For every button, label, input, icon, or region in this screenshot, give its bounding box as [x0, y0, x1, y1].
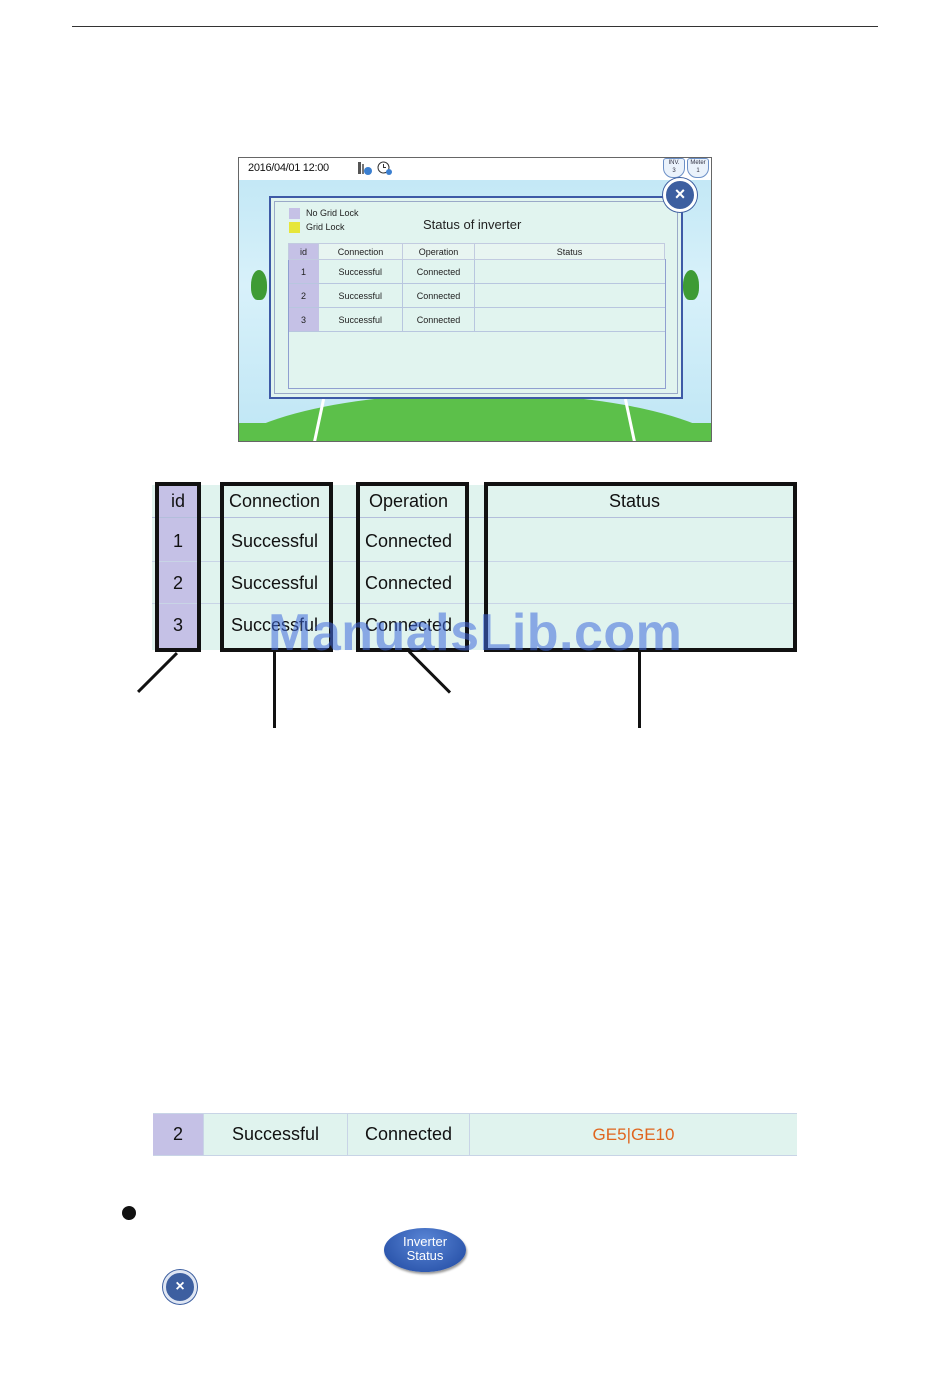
inverter-badge-label: INV.: [668, 160, 680, 166]
zoom-cell-connection: Successful: [230, 615, 319, 635]
cell-operation: Connected: [402, 283, 475, 308]
zoom-header-connection: Connection: [228, 491, 321, 511]
example-cell-connection: Successful: [231, 1124, 320, 1144]
row-divider: [152, 603, 797, 604]
cell-status: [474, 259, 665, 284]
inverter-status-button[interactable]: Inverter Status: [384, 1228, 466, 1272]
cell-operation: Connected: [402, 259, 475, 284]
status-bar: 2016/04/01 12:00 INV. 3 Meter 1: [239, 158, 711, 180]
column-separator: [469, 1114, 470, 1155]
header-status: Status: [474, 243, 665, 260]
zoom-cell-id: 3: [172, 615, 183, 635]
dialog-title: Status of inverter: [423, 217, 522, 232]
id-column-fill: [156, 485, 200, 650]
example-cell-operation: Connected: [364, 1124, 453, 1144]
table-header-row: id Connection Operation Status: [288, 243, 665, 260]
example-cell-id: 2: [153, 1114, 203, 1155]
legend-label-no-grid-lock: No Grid Lock: [306, 208, 359, 218]
operation-column-highlight: [356, 482, 469, 652]
cell-connection: Successful: [318, 283, 403, 308]
zoom-header-id: id: [170, 491, 185, 511]
meter-count-badge[interactable]: Meter 1: [687, 158, 709, 178]
row-divider: [152, 561, 797, 562]
tree-right: [683, 270, 699, 300]
cell-operation: Connected: [402, 307, 475, 332]
cell-id: 1: [288, 259, 319, 284]
table-row[interactable]: 1 Successful Connected: [288, 259, 665, 284]
zoom-cell-connection: Successful: [230, 573, 319, 593]
example-cell-status: GE5|GE10: [592, 1125, 675, 1144]
header-connection: Connection: [318, 243, 403, 260]
cell-connection: Successful: [318, 259, 403, 284]
background-ground: [239, 423, 711, 441]
column-separator: [203, 1114, 204, 1155]
network-icon: [358, 162, 372, 175]
zoom-header-status: Status: [608, 491, 661, 511]
tree-left: [251, 270, 267, 300]
table-row[interactable]: 2 Successful Connected: [288, 283, 665, 308]
inverter-count-badge[interactable]: INV. 3: [663, 158, 685, 178]
inverter-status-button-line2: Status: [406, 1248, 444, 1263]
zoom-header-operation: Operation: [368, 491, 449, 511]
close-button-icon[interactable]: ×: [163, 1270, 197, 1304]
zoom-cell-operation: Connected: [364, 615, 453, 635]
id-leader-line: [136, 651, 179, 694]
cell-id: 3: [288, 307, 319, 332]
example-status-row: 2 Successful Connected GE5|GE10: [153, 1113, 797, 1156]
zoom-cell-connection: Successful: [230, 531, 319, 551]
header-id: id: [288, 243, 319, 260]
watermark: ManualsLib.com: [268, 604, 683, 662]
status-leader-line: [638, 652, 641, 728]
status-table: id Connection Operation Status 1 Success…: [288, 243, 665, 332]
cell-status: [474, 283, 665, 308]
status-column-highlight: [484, 482, 797, 652]
header-operation: Operation: [402, 243, 475, 260]
dialog-close-button[interactable]: ×: [663, 178, 697, 212]
cell-connection: Successful: [318, 307, 403, 332]
inverter-badge-count: 3: [672, 168, 676, 174]
column-separator: [347, 1114, 348, 1155]
header-divider: [152, 517, 797, 518]
zoom-cell-operation: Connected: [364, 531, 453, 551]
connection-column-highlight: [220, 482, 333, 652]
datetime: 2016/04/01 12:00: [248, 162, 329, 174]
cell-status: [474, 307, 665, 332]
legend-swatch-no-grid-lock: [289, 208, 300, 219]
inverter-status-button-line1: Inverter: [402, 1234, 448, 1249]
inverter-status-dialog: No Grid Lock Grid Lock Status of inverte…: [269, 196, 683, 399]
id-column-highlight: [155, 482, 201, 652]
header-rule: [72, 26, 878, 27]
zoomed-status-table: id Connection Operation Status 1 Success…: [152, 485, 797, 650]
device-screenshot: 2016/04/01 12:00 INV. 3 Meter 1 No Grid …: [238, 157, 712, 442]
legend-label-grid-lock: Grid Lock: [306, 222, 345, 232]
meter-badge-label: Meter: [690, 160, 706, 166]
zoom-cell-id: 1: [172, 531, 183, 551]
bullet-point: [122, 1206, 136, 1220]
cell-id: 2: [288, 283, 319, 308]
legend-swatch-grid-lock: [289, 222, 300, 233]
zoom-cell-id: 2: [172, 573, 183, 593]
table-row[interactable]: 3 Successful Connected: [288, 307, 665, 332]
clock-icon: [377, 161, 392, 175]
zoom-cell-operation: Connected: [364, 573, 453, 593]
connection-leader-line: [273, 652, 276, 728]
meter-badge-count: 1: [696, 168, 700, 174]
dialog-inner-border: [274, 201, 678, 394]
